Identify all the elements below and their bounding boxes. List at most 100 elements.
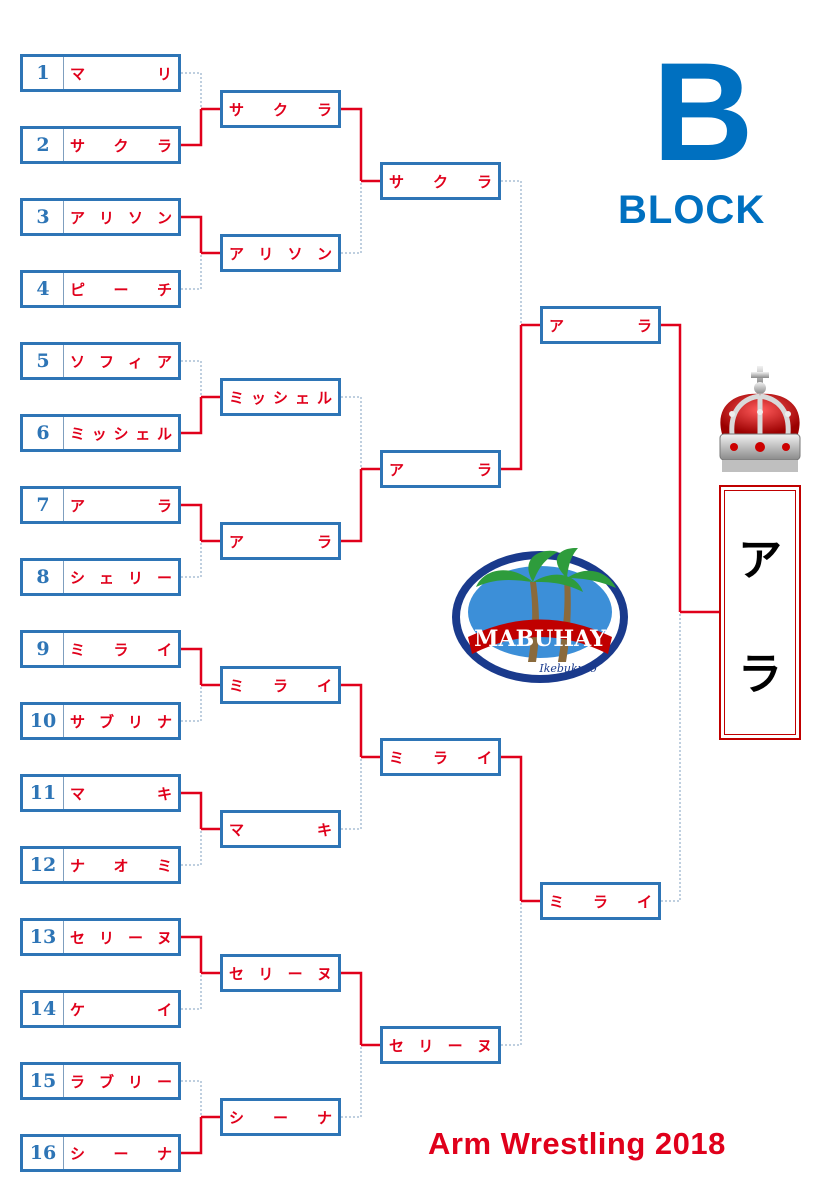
round3-slot: ミライ: [380, 738, 501, 776]
entrant-slot: 15 ラブリー: [20, 1062, 181, 1100]
block-letter: B: [652, 33, 754, 190]
round4-slot: ミライ: [540, 882, 661, 920]
seed-number: 12: [23, 849, 64, 881]
round2-slot: アラ: [220, 522, 341, 560]
loser-path: [181, 829, 202, 866]
player-name: ミライ: [229, 676, 332, 695]
entrant-slot: 12 ナオミ: [20, 846, 181, 884]
entrant-slot: 5 ソフィア: [20, 342, 181, 380]
winner-path: [181, 791, 203, 829]
winner-path: [661, 323, 682, 612]
seed-number: 5: [23, 345, 64, 377]
champion-box: ア ラ: [719, 485, 801, 740]
logo-text: MABUHAY: [474, 626, 606, 652]
round2-slot: アリソン: [220, 234, 341, 272]
loser-path: [181, 360, 202, 397]
loser-path: [181, 541, 202, 578]
player-name: ピーチ: [70, 280, 172, 299]
seed-number: 3: [23, 201, 64, 233]
player-name: マキ: [70, 784, 172, 803]
player-name: ラブリー: [70, 1072, 172, 1091]
seed-number: 8: [23, 561, 64, 593]
player-name: アリソン: [70, 208, 172, 227]
loser-path: [341, 396, 362, 469]
loser-path: [181, 973, 202, 1010]
seed-number: 2: [23, 129, 64, 161]
entrant-slot: 2 サクラ: [20, 126, 181, 164]
winner-path: [181, 109, 203, 147]
loser-path: [181, 685, 202, 722]
round3-slot: セリーヌ: [380, 1026, 501, 1064]
loser-path: [501, 901, 522, 1046]
winner-path: [341, 107, 363, 181]
seed-number: 6: [23, 417, 64, 449]
loser-path: [501, 180, 522, 325]
seed-number: 1: [23, 57, 64, 89]
loser-path: [661, 612, 681, 902]
entrant-slot: 3 アリソン: [20, 198, 181, 236]
round4-slot: アラ: [540, 306, 661, 344]
winner-path: [181, 935, 203, 973]
player-name: セリーヌ: [389, 1036, 492, 1055]
winner-path: [181, 503, 203, 541]
winner-path: [181, 647, 203, 685]
seed-number: 16: [23, 1137, 64, 1169]
round2-slot: サクラ: [220, 90, 341, 128]
seed-number: 4: [23, 273, 64, 305]
loser-path: [181, 72, 202, 109]
player-name: セリーヌ: [229, 964, 332, 983]
player-name: ナオミ: [70, 856, 172, 875]
winner-path: [181, 215, 203, 253]
player-name: サクラ: [389, 172, 492, 191]
round2-slot: セリーヌ: [220, 954, 341, 992]
round2-slot: マキ: [220, 810, 341, 848]
winner-path: [501, 325, 523, 471]
player-name: ミライ: [549, 892, 652, 911]
round3-slot: サクラ: [380, 162, 501, 200]
player-name: サクラ: [70, 136, 172, 155]
loser-path: [341, 757, 362, 830]
palm-tree-logo: MABUHAY Ikebukuro: [452, 547, 628, 683]
player-name: アリソン: [229, 244, 332, 263]
seed-number: 11: [23, 777, 64, 809]
player-name: アラ: [549, 316, 652, 335]
player-name: アラ: [389, 460, 492, 479]
player-name: アラ: [70, 496, 172, 515]
entrant-slot: 6 ミッシェル: [20, 414, 181, 452]
loser-path: [181, 1080, 202, 1117]
player-name: ミッシェル: [70, 424, 172, 443]
seed-number: 13: [23, 921, 64, 953]
loser-path: [341, 181, 362, 254]
round2-slot: シーナ: [220, 1098, 341, 1136]
round2-slot: ミライ: [220, 666, 341, 704]
winner-path: [341, 971, 363, 1045]
player-name: ソフィア: [70, 352, 172, 371]
event-title: Arm Wrestling 2018: [428, 1126, 726, 1161]
seed-number: 15: [23, 1065, 64, 1097]
seed-number: 7: [23, 489, 64, 521]
winner-path: [181, 1117, 203, 1155]
loser-path: [341, 1045, 362, 1118]
seed-number: 10: [23, 705, 64, 737]
round3-slot: アラ: [380, 450, 501, 488]
champion-name-bottom: ラ: [738, 648, 782, 700]
winner-path: [501, 755, 523, 901]
logo-subtext: Ikebukuro: [538, 662, 597, 675]
player-name: サブリナ: [70, 712, 172, 731]
winner-path: [341, 683, 363, 757]
seed-number: 14: [23, 993, 64, 1025]
player-name: サクラ: [229, 100, 332, 119]
entrant-slot: 7 アラ: [20, 486, 181, 524]
entrant-slot: 10 サブリナ: [20, 702, 181, 740]
champion-name-top: ア: [738, 534, 782, 586]
player-name: ミライ: [70, 640, 172, 659]
player-name: マキ: [229, 820, 332, 839]
block-label: BLOCK: [618, 188, 766, 232]
entrant-slot: 4 ピーチ: [20, 270, 181, 308]
